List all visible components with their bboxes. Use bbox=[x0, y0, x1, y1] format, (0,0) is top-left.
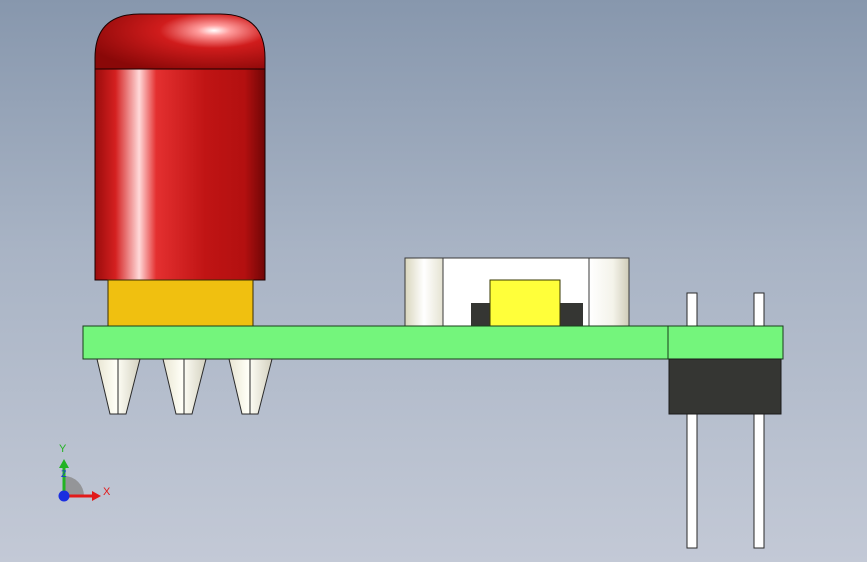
coordinate-triad: X Y Z bbox=[48, 440, 118, 510]
switch-button[interactable] bbox=[489, 279, 561, 327]
led-component[interactable] bbox=[94, 13, 266, 327]
header-pin-left bbox=[686, 292, 698, 549]
pin-header[interactable] bbox=[667, 292, 784, 549]
tactile-switch[interactable] bbox=[404, 257, 630, 327]
led-body bbox=[94, 68, 266, 281]
y-axis-label: Y bbox=[59, 443, 67, 455]
header-housing bbox=[668, 358, 782, 415]
x-axis-label: X bbox=[103, 486, 111, 498]
pcb-board-overlay bbox=[667, 325, 784, 360]
x-axis-arrow bbox=[92, 491, 101, 501]
switch-right-side bbox=[588, 257, 630, 327]
through-hole-pins bbox=[96, 358, 273, 415]
led-dome bbox=[94, 13, 266, 70]
led-base bbox=[107, 279, 254, 327]
xy-plane-arc bbox=[64, 476, 84, 496]
y-axis-arrow bbox=[59, 459, 69, 468]
z-axis-label: Z bbox=[61, 469, 67, 479]
z-axis bbox=[58, 490, 70, 502]
pcb-board[interactable] bbox=[82, 325, 784, 360]
switch-left-side bbox=[404, 257, 444, 327]
header-pin-right bbox=[753, 292, 765, 549]
